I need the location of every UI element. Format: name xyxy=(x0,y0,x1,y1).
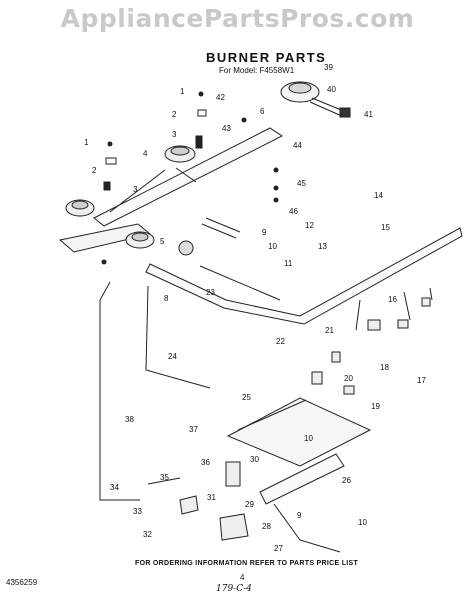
oven-burner xyxy=(147,397,372,553)
callout-labels: 1 42 2 43 3 6 4 1 2 3 44 45 46 39 40 41 … xyxy=(84,63,426,553)
callout-40: 40 xyxy=(327,85,336,94)
hardware-parts xyxy=(101,91,279,265)
callout-13: 13 xyxy=(318,242,327,251)
callout-6: 6 xyxy=(260,107,265,116)
page-number: 4 xyxy=(240,573,245,582)
callout-10-top: 10 xyxy=(268,242,277,251)
callout-32: 32 xyxy=(143,530,152,539)
callout-9-top: 9 xyxy=(262,228,267,237)
callout-35: 35 xyxy=(160,473,169,482)
callout-1-left: 1 xyxy=(84,138,89,147)
callout-2-left: 2 xyxy=(92,166,97,175)
callout-45: 45 xyxy=(297,179,306,188)
callout-31: 31 xyxy=(207,493,216,502)
callout-18: 18 xyxy=(380,363,389,372)
callout-36: 36 xyxy=(201,458,210,467)
callout-22: 22 xyxy=(276,337,285,346)
callout-21: 21 xyxy=(325,326,334,335)
callout-46: 46 xyxy=(289,207,298,216)
callout-17: 17 xyxy=(417,376,426,385)
callout-26: 26 xyxy=(342,476,351,485)
callout-42: 42 xyxy=(216,93,225,102)
callout-41: 41 xyxy=(364,110,373,119)
top-burner-bar xyxy=(58,127,283,256)
callout-4: 4 xyxy=(143,149,148,158)
callout-29: 29 xyxy=(245,500,254,509)
callout-19: 19 xyxy=(371,402,380,411)
callout-33: 33 xyxy=(133,507,142,516)
document-number: 4356259 xyxy=(6,578,38,587)
callout-34: 34 xyxy=(110,483,119,492)
callout-37: 37 xyxy=(189,425,198,434)
callout-2-top: 2 xyxy=(172,110,177,119)
callout-44: 44 xyxy=(293,141,302,150)
callout-14: 14 xyxy=(374,191,383,200)
page-title: BURNER PARTS xyxy=(206,50,327,65)
ordering-info-footer: FOR ORDERING INFORMATION REFER TO PARTS … xyxy=(135,560,359,567)
model-subtitle: For Model: F4558W1 xyxy=(219,66,295,75)
callout-15: 15 xyxy=(381,223,390,232)
callout-10-mid: 10 xyxy=(304,434,313,443)
callout-24: 24 xyxy=(168,352,177,361)
callout-1-top: 1 xyxy=(180,87,185,96)
callout-43: 43 xyxy=(222,124,231,133)
callout-20: 20 xyxy=(344,374,353,383)
callout-28: 28 xyxy=(262,522,271,531)
handwritten-note: 179-C-4 xyxy=(216,584,252,594)
callout-39: 39 xyxy=(324,63,333,72)
callout-30: 30 xyxy=(250,455,259,464)
callout-9-bottom: 9 xyxy=(297,511,302,520)
callout-5: 5 xyxy=(160,237,165,246)
watermark: AppliancePartsPros.com xyxy=(60,4,415,33)
callout-8: 8 xyxy=(164,294,169,303)
callout-27: 27 xyxy=(274,544,283,553)
callout-16: 16 xyxy=(388,295,397,304)
callout-23: 23 xyxy=(206,288,215,297)
callout-3-left: 3 xyxy=(133,185,138,194)
manifold-tubing xyxy=(99,227,463,501)
callout-10-bottom: 10 xyxy=(358,518,367,527)
rear-burner-assembly xyxy=(280,81,351,118)
callout-3-top: 3 xyxy=(172,130,177,139)
callout-38: 38 xyxy=(125,415,134,424)
callout-11: 11 xyxy=(284,259,293,268)
callout-25: 25 xyxy=(242,393,251,402)
callout-12: 12 xyxy=(305,221,314,230)
